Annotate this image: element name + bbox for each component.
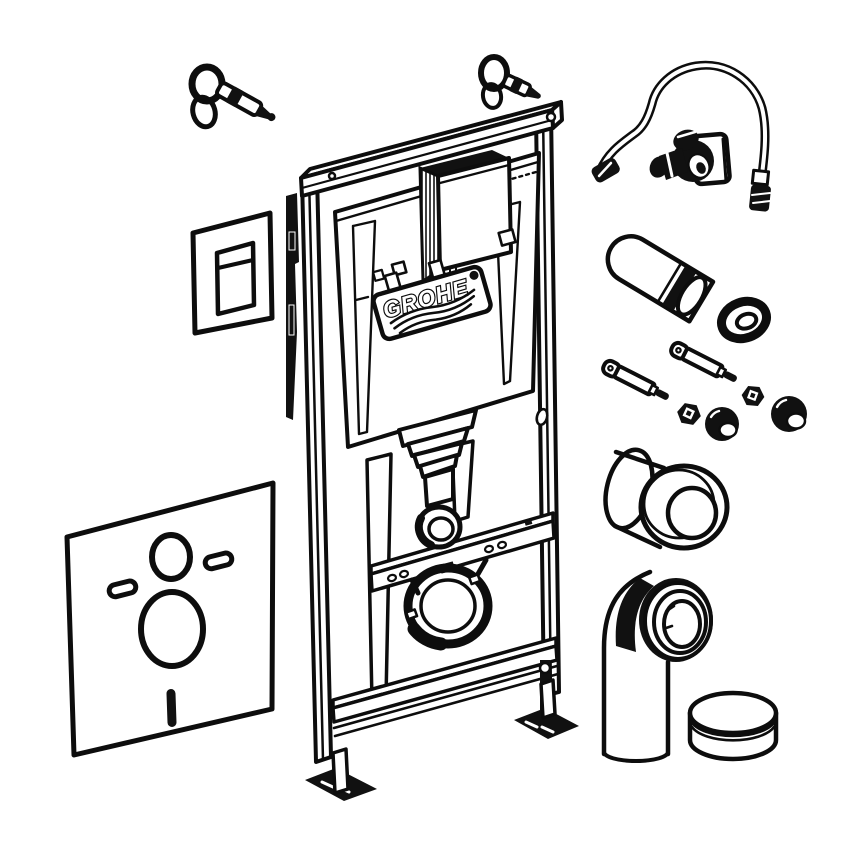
- outlet-elbow-drawing: [601, 569, 713, 763]
- frame-foot-right: [514, 660, 579, 739]
- frame-top-rail: [299, 100, 564, 198]
- protection-tube-drawing: [605, 234, 716, 324]
- lower-crossbar: [331, 636, 560, 738]
- flush-bend-outlet: [414, 504, 463, 550]
- end-cap-drawing: [687, 690, 779, 762]
- wall-bracket-strip: [286, 193, 299, 420]
- wall-anchor-right-drawing: [478, 54, 541, 110]
- rail-adjust-hole: [535, 407, 549, 427]
- wall-sleeve-drawing: [603, 447, 730, 551]
- frame-left-rail: [300, 172, 333, 764]
- threaded-rod-2-drawing: [669, 340, 737, 382]
- cover-cap-1-drawing: [705, 407, 739, 441]
- flush-bend: [397, 408, 478, 508]
- installation-frame-drawing: GROHE: [286, 54, 579, 801]
- wall-anchor-left-drawing: [188, 63, 276, 130]
- cover-cap-2-drawing: [771, 396, 807, 432]
- flush-plate-drawing: [190, 210, 275, 336]
- threaded-rod-1-drawing: [601, 358, 669, 400]
- hex-nut-2-drawing: [741, 386, 765, 406]
- sound-insulation-mat-drawing: [64, 480, 276, 758]
- supply-hose-drawing: [591, 60, 771, 212]
- seal-ring-drawing: [717, 296, 771, 344]
- mid-crossbar: [369, 511, 556, 593]
- angle-valve: [649, 129, 732, 187]
- inspection-box: [372, 150, 517, 293]
- hex-nut-1-drawing: [677, 403, 701, 425]
- waste-pipe-clamp: [403, 557, 493, 651]
- grohe-badge: GROHE: [371, 258, 493, 342]
- hose-fitting-left: [591, 157, 620, 183]
- frame-foot-left: [305, 747, 377, 801]
- badge-dot: [469, 270, 479, 280]
- hose-fitting-right: [749, 168, 771, 212]
